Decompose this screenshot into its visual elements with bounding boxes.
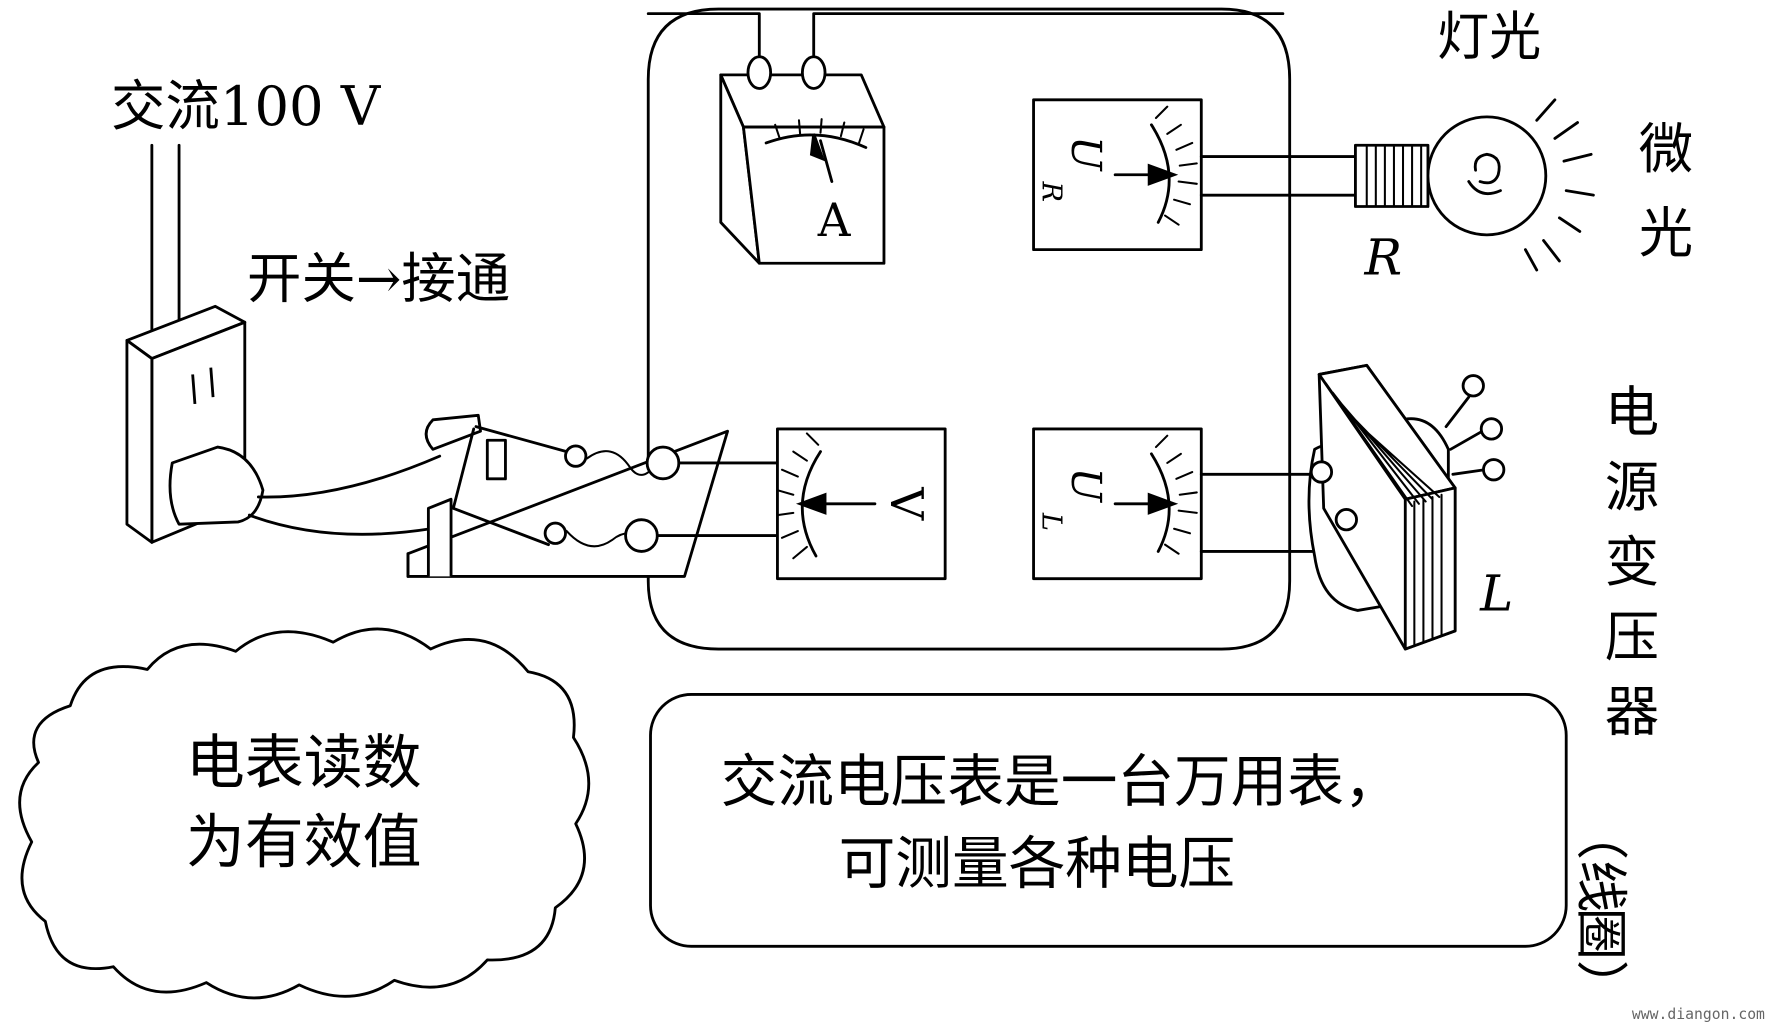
multimeter-note-line2: 可测量各种电压 <box>839 831 1236 897</box>
ul-subscript: L <box>1036 512 1067 531</box>
faint-light-label-2: 光 <box>1639 201 1693 265</box>
ur-label: U <box>1062 136 1110 172</box>
switch-to-voltmeter-wires <box>655 461 779 537</box>
multimeter-note-line1: 交流电压表是一台万用表， <box>721 749 1401 815</box>
resistor-label: R <box>1363 229 1402 287</box>
ammeter-leads <box>646 12 1285 59</box>
transformer-char-5: 器 <box>1605 680 1659 744</box>
coil-wires <box>1199 472 1319 553</box>
ac-source-label: 交流100 V <box>111 74 382 138</box>
voltmeter-label: V <box>880 486 933 521</box>
ammeter: A <box>719 55 886 265</box>
watermark: www.diangon.com <box>1632 1006 1765 1023</box>
ammeter-label: A <box>817 194 852 247</box>
transformer-vertical-label: 电 源 变 压 器 （线 圈） <box>1570 380 1659 1012</box>
bulb-wires <box>1199 155 1357 197</box>
main-voltmeter: V <box>776 427 947 581</box>
inductor-label: L <box>1479 564 1513 622</box>
resistor-voltmeter: U R <box>1032 98 1203 252</box>
light-bulb <box>1353 98 1595 272</box>
light-label: 灯光 <box>1437 7 1541 67</box>
faint-light-label-1: 微 <box>1639 117 1693 181</box>
transformer-char-2: 源 <box>1605 455 1659 519</box>
knife-switch <box>406 413 729 578</box>
transformer-char-1: 电 <box>1605 380 1659 444</box>
transformer-char-7: 圈） <box>1570 908 1630 1012</box>
transformer-char-6: （线 <box>1570 808 1630 912</box>
multimeter-note-box <box>649 692 1568 948</box>
wall-outlet <box>125 143 265 544</box>
transformer-char-4: 压 <box>1605 605 1659 669</box>
ur-subscript: R <box>1036 181 1067 202</box>
effective-value-note-line1: 电表读数 <box>186 728 422 797</box>
transformer-char-3: 变 <box>1605 530 1659 594</box>
inductor-voltmeter: U L <box>1032 427 1203 581</box>
switch-on-label: 开关→接通 <box>247 246 510 310</box>
transformer-coil <box>1307 363 1506 651</box>
effective-value-note-line2: 为有效值 <box>186 807 422 876</box>
effective-value-cloud <box>18 627 591 1000</box>
ul-label: U <box>1062 467 1110 503</box>
outlet-to-switch-cord <box>247 454 442 536</box>
